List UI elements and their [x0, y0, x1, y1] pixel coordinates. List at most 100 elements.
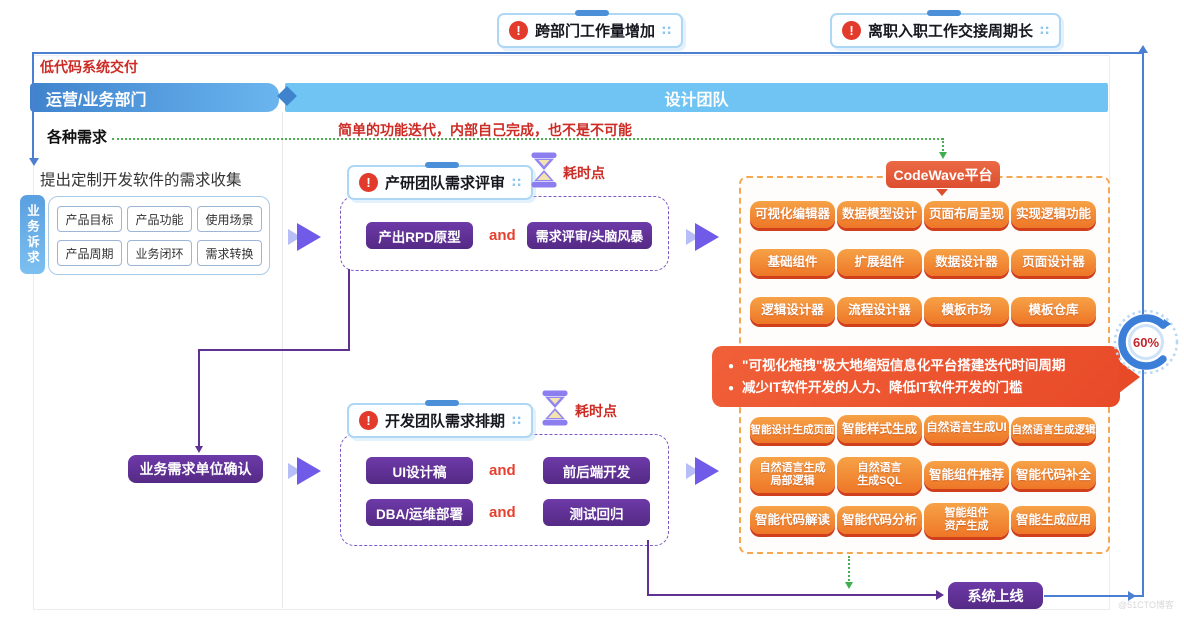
flow-arrow-icon	[686, 456, 720, 486]
ai-feature-button: 智能组件推荐	[924, 461, 1009, 489]
bullet-icon: ●	[728, 361, 735, 372]
feature-button: 实现逻辑功能	[1011, 201, 1096, 228]
review-badge: ! 产研团队需求评审 ∷	[347, 162, 534, 200]
step-test-regression: 测试回归	[543, 499, 650, 526]
dev-time-cost: 耗时点	[575, 403, 617, 419]
benefit-banner: ●"可视化拖拽"极大地缩短信息化平台搭建迭代时间周期 ●减少IT软件开发的人力、…	[712, 346, 1140, 407]
dev-box	[340, 434, 669, 546]
ai-feature-button: 智能代码分析	[837, 506, 922, 534]
step-review-brainstorm: 需求评审/头脑风暴	[527, 222, 652, 249]
and-connector: and	[489, 462, 516, 479]
feature-button: 基础组件	[750, 249, 835, 276]
text-demand-collect: 提出定制开发软件的需求收集	[40, 172, 242, 189]
bullet-icon: ●	[728, 383, 735, 394]
flow-arrow-icon	[686, 222, 720, 252]
connector-line	[348, 269, 350, 350]
section-title-demands: 各种需求	[47, 129, 108, 146]
feature-button: 扩展组件	[837, 249, 922, 276]
green-dotted-link	[112, 138, 943, 140]
green-arrow-down-icon	[845, 582, 853, 589]
badge-label: 离职入职工作交接周期长	[868, 23, 1034, 40]
demand-item: 产品目标	[57, 206, 122, 232]
header-operations: 运营/业务部门	[30, 83, 279, 112]
flow-label: 低代码系统交付	[40, 59, 138, 75]
connector-line	[199, 349, 350, 351]
banner-point: ●"可视化拖拽"极大地缩短信息化平台搭建迭代时间周期	[728, 358, 1066, 373]
feature-button: 数据设计器	[924, 249, 1009, 276]
ai-feature-button: 智能代码解读	[750, 506, 835, 534]
feature-button: 可视化编辑器	[750, 201, 835, 228]
ai-feature-button: 自然语言 生成SQL	[837, 457, 922, 493]
connector-arrow-down-icon	[195, 446, 203, 453]
demand-item: 业务闭环	[127, 240, 192, 266]
step-dba-ops: DBA/运维部署	[366, 499, 473, 526]
badge-cross-dept-workload: ! 跨部门工作量增加 ∷	[497, 10, 684, 48]
dev-badge: ! 开发团队需求排期 ∷	[347, 400, 534, 438]
feature-button: 数据模型设计	[837, 201, 922, 228]
connector-line	[198, 349, 200, 448]
sparkle-icon: ∷	[512, 174, 522, 190]
warning-icon: !	[359, 173, 378, 192]
banner-point: ●减少IT软件开发的人力、降低IT软件开发的门槛	[728, 380, 1023, 395]
demand-tab: 业务诉求	[20, 195, 45, 274]
ai-feature-button: 智能设计生成页面	[750, 417, 835, 443]
step-ui-design: UI设计稿	[366, 457, 473, 484]
feature-button: 模板市场	[924, 297, 1009, 324]
sparkle-icon: ∷	[512, 412, 522, 428]
demand-item: 产品功能	[127, 206, 192, 232]
demand-item: 使用场景	[197, 206, 262, 232]
green-dotted-drop	[942, 138, 944, 154]
ai-feature-button: 智能代码补全	[1011, 461, 1096, 489]
confirm-button: 业务需求单位确认	[128, 455, 263, 483]
header-design: 设计团队	[285, 83, 1108, 112]
feature-button: 流程设计器	[837, 297, 922, 324]
hourglass-icon	[542, 390, 568, 426]
and-connector: and	[489, 504, 516, 521]
and-connector: and	[489, 227, 516, 244]
ai-feature-button: 智能生成应用	[1011, 506, 1096, 534]
step-frontend-backend: 前后端开发	[543, 457, 650, 484]
column-divider	[282, 112, 283, 608]
sparkle-icon: ∷	[662, 22, 672, 38]
ai-feature-button: 智能组件 资产生成	[924, 503, 1009, 537]
badge-label: 跨部门工作量增加	[535, 23, 656, 40]
connector-line	[647, 540, 649, 596]
launch-button: 系统上线	[948, 582, 1043, 609]
connector-arrow-right-icon	[936, 590, 944, 600]
connector-line	[647, 594, 938, 596]
warning-icon: !	[509, 21, 528, 40]
flow-arrow-icon	[288, 222, 322, 252]
review-time-cost: 耗时点	[563, 165, 605, 181]
warning-icon: !	[359, 411, 378, 430]
cycle-line-top	[33, 52, 1143, 54]
codewave-title: CodeWave平台	[886, 161, 1000, 188]
cycle-arrow-right-icon	[1128, 591, 1136, 601]
codewave-title-pointer-icon	[936, 189, 948, 196]
sparkle-icon: ∷	[1040, 22, 1050, 38]
efficiency-gauge: 60%	[1112, 308, 1180, 376]
green-arrow-down-icon	[939, 152, 947, 159]
flow-arrow-icon	[288, 456, 322, 486]
cycle-line-left	[32, 52, 34, 160]
badge-turnover-handover: ! 离职入职工作交接周期长 ∷	[830, 10, 1062, 48]
cycle-arrow-down-icon	[29, 158, 39, 166]
feature-button: 模板仓库	[1011, 297, 1096, 324]
green-dotted-drop	[848, 556, 850, 584]
feature-button: 页面设计器	[1011, 249, 1096, 276]
step-rpd-prototype: 产出RPD原型	[366, 222, 473, 249]
gauge-value: 60%	[1132, 334, 1160, 350]
review-title: 产研团队需求评审	[385, 175, 506, 192]
ai-feature-button: 智能样式生成	[837, 415, 922, 443]
warning-icon: !	[842, 21, 861, 40]
watermark: @51CTO博客	[1118, 600, 1174, 610]
ai-feature-button: 自然语言生成逻辑	[1011, 417, 1096, 443]
ai-feature-button: 自然语言生成 局部逻辑	[750, 457, 835, 493]
cycle-line-bottom	[1044, 595, 1143, 597]
cycle-arrow-up-icon	[1138, 45, 1148, 53]
demand-item: 需求转换	[197, 240, 262, 266]
ai-feature-button: 自然语言生成UI	[924, 415, 1009, 443]
feature-button: 页面布局呈现	[924, 201, 1009, 228]
feature-button: 逻辑设计器	[750, 297, 835, 324]
dev-title: 开发团队需求排期	[385, 413, 506, 430]
